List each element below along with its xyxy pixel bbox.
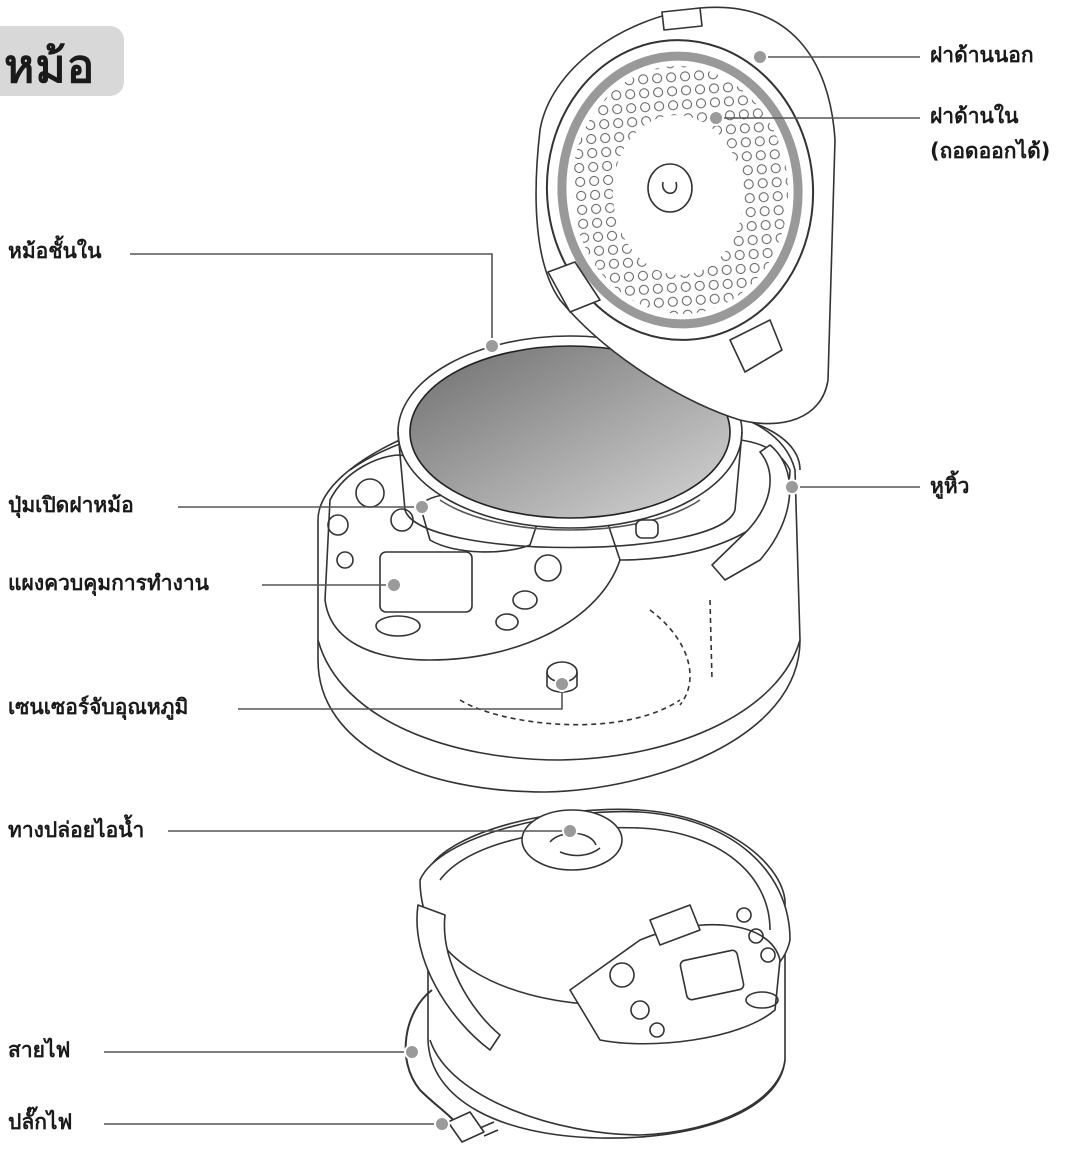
label-inner-pot: หม้อชั้นใน [8, 238, 102, 264]
leader-line-inner-pot [130, 254, 492, 346]
callout-dot-power-plug [435, 1117, 449, 1131]
callout-dot-inner-lid [709, 111, 723, 125]
callout-dot-control-panel [387, 578, 401, 592]
callout-dot-steam-vent [563, 824, 577, 838]
callout-dot-lid-release-button [415, 500, 429, 514]
label-power-cord: สายไฟ [8, 1037, 70, 1063]
callout-dot-temperature-sensor [555, 677, 569, 691]
callout-dot-inner-pot [485, 339, 499, 353]
callout-dot-outer-lid [753, 50, 767, 64]
callout-dot-handle [785, 480, 799, 494]
label-control-panel: แผงควบคุมการทำงาน [8, 570, 209, 596]
label-inner-lid-line1: ฝาด้านใน [930, 103, 1019, 129]
label-steam-vent: ทางปล่อยไอน้ำ [8, 817, 144, 843]
label-power-plug: ปลั๊กไฟ [8, 1109, 72, 1135]
open-cooker-drawing [318, 7, 835, 792]
closed-cooker-drawing [406, 809, 790, 1142]
label-outer-lid: ฝาด้านนอก [930, 42, 1034, 68]
label-handle: หูหิ้ว [930, 473, 969, 499]
label-lid-release-button: ปุ่มเปิดฝาหม้อ [8, 492, 134, 518]
label-inner-lid-line2: (ถอดออกได้) [930, 138, 1050, 164]
label-temperature-sensor: เซนเซอร์จับอุณหภูมิ [8, 694, 188, 720]
callout-dot-power-cord [405, 1045, 419, 1059]
